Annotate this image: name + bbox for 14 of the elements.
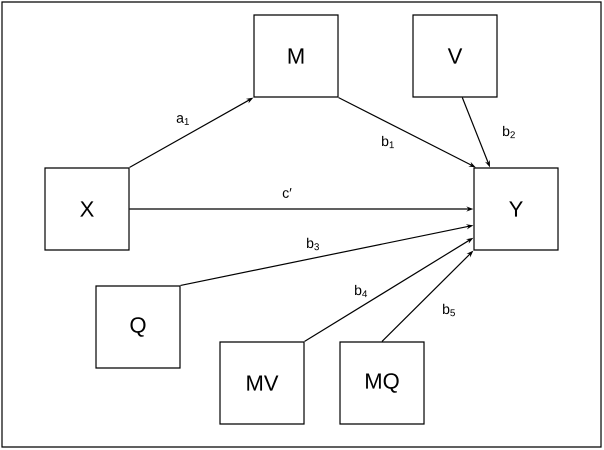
variable-box: X — [44, 167, 130, 251]
edge-label: b$_{3}$ — [305, 236, 321, 252]
variable-box: MV — [219, 341, 305, 425]
edge-label: c′ — [281, 187, 293, 199]
variable-box: Y — [473, 167, 559, 251]
edge-label: b$_{1}$ — [380, 134, 396, 150]
variable-box: V — [412, 14, 498, 98]
edge-label: b$_{4}$ — [353, 284, 369, 298]
variable-box: MQ — [339, 341, 425, 425]
variable-box: Q — [95, 285, 181, 369]
edge-label: a$_{1}$ — [175, 114, 191, 126]
edge-label: b$_{2}$ — [501, 124, 517, 140]
edge-label: b$_{5}$ — [441, 302, 457, 318]
variable-box: M — [253, 14, 339, 98]
